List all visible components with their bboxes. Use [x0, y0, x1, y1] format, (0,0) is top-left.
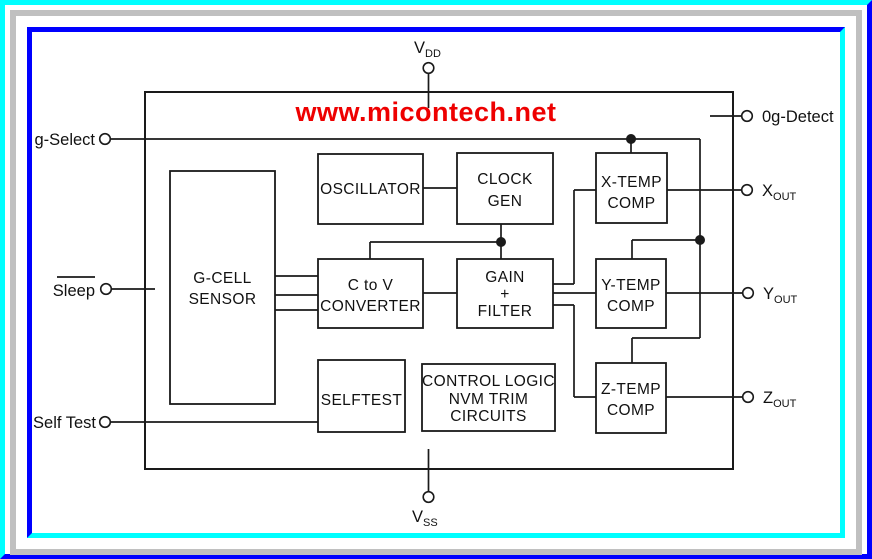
g-select-label: g-Select	[34, 131, 95, 149]
gcell-label-line1: G-CELL	[193, 270, 251, 287]
gcell-label-line2: SENSOR	[189, 291, 257, 308]
vdd-terminal-icon	[422, 61, 435, 75]
control-label-line2: NVM TRIM	[449, 391, 529, 408]
clock-gen-box	[456, 152, 554, 225]
control-label-line1: CONTROL LOGIC	[422, 373, 555, 390]
zerog-terminal-icon	[740, 109, 754, 123]
ytemp-label-line1: Y-TEMP	[601, 277, 661, 294]
g-select-terminal-icon	[98, 132, 112, 146]
clockgen-label-line1: CLOCK	[477, 171, 533, 188]
ztemp-label-line2: COMP	[607, 402, 655, 419]
zout-label: ZOUT	[763, 389, 797, 410]
chip-boundary-box	[144, 91, 734, 470]
zout-terminal-icon	[741, 390, 755, 404]
y-temp-comp-box	[595, 258, 667, 329]
watermark-text: www.micontech.net	[294, 97, 556, 127]
sleep-label: Sleep	[53, 282, 95, 300]
selftest-box	[317, 359, 406, 433]
ctov-label-line1: C to V	[348, 277, 394, 294]
zerog-label: 0g-Detect	[762, 108, 834, 126]
clockgen-label-line2: GEN	[488, 193, 523, 210]
control-label-line3: CIRCUITS	[450, 408, 526, 425]
x-temp-comp-box	[595, 152, 668, 224]
xtemp-label-line2: COMP	[607, 195, 655, 212]
self-test-terminal-icon	[98, 415, 112, 429]
vss-label: VSS	[412, 508, 438, 529]
oscillator-box	[317, 153, 424, 225]
ytemp-label-line2: COMP	[607, 298, 655, 315]
gain-label-line1: GAIN	[485, 269, 525, 286]
ctov-label-line2: CONVERTER	[320, 298, 421, 315]
yout-terminal-icon	[741, 286, 755, 300]
gain-label-line3: FILTER	[478, 303, 533, 320]
gcell-sensor-box	[169, 170, 276, 405]
selftest-label: SELFTEST	[321, 392, 403, 409]
junction-dot-clock	[496, 237, 506, 247]
c-to-v-converter-box	[317, 258, 424, 329]
oscillator-label: OSCILLATOR	[320, 181, 421, 198]
wires	[110, 73, 742, 492]
xout-terminal-icon	[740, 183, 754, 197]
z-temp-comp-box	[595, 362, 667, 434]
vdd-label: VDD	[414, 39, 441, 60]
self-test-label: Self Test	[33, 414, 96, 432]
ztemp-label-line1: Z-TEMP	[601, 381, 661, 398]
control-logic-box	[421, 363, 556, 432]
gain-filter-box	[456, 258, 554, 329]
xtemp-label-line1: X-TEMP	[601, 174, 662, 191]
yout-label: YOUT	[763, 285, 798, 306]
junction-dot-gselect-y	[695, 235, 705, 245]
gain-label-line2: +	[500, 286, 509, 303]
sleep-terminal-icon	[99, 282, 113, 296]
junction-dot-gselect-x	[626, 134, 636, 144]
vss-terminal-icon	[422, 490, 435, 504]
xout-label: XOUT	[762, 182, 797, 203]
